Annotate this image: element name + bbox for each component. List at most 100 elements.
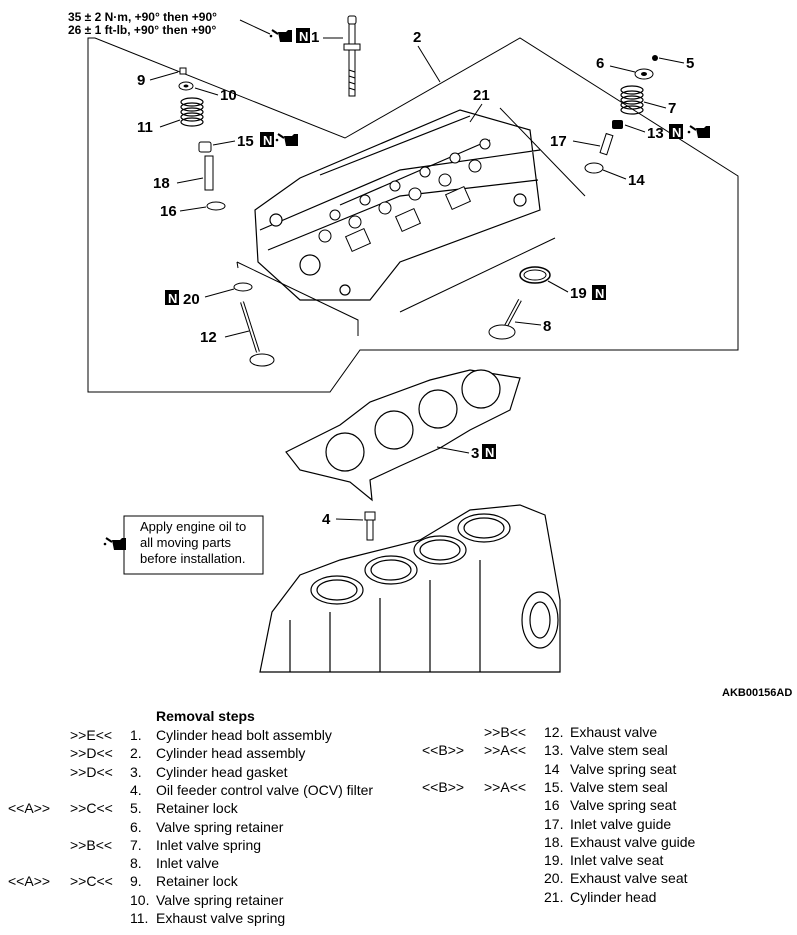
step-op1: <<A>> <box>8 800 51 817</box>
oil-icon <box>268 29 293 43</box>
exhaust-valve-seat <box>233 282 253 292</box>
oil-note-box: Apply engine oil to all moving parts bef… <box>123 515 264 575</box>
step-number: 3. <box>130 763 142 780</box>
callout-3: 3 <box>471 445 479 462</box>
new-part-mark: N <box>485 445 494 460</box>
callout-19: 19 <box>570 285 587 302</box>
callout-11: 11 <box>137 119 153 136</box>
step-number: 19. <box>544 852 564 869</box>
step-number: 17. <box>544 815 564 832</box>
step-number: 4. <box>130 781 142 798</box>
callout-13: 13 <box>647 125 664 142</box>
step-name: Valve spring seat <box>570 797 677 814</box>
step-number: 7. <box>130 836 142 853</box>
step-number: 14 <box>544 760 560 777</box>
callout-8: 8 <box>543 318 551 335</box>
torque-spec-line2: 26 ± 1 ft-lb, +90° then +90° <box>68 23 216 37</box>
inlet-valve-seat <box>519 266 551 284</box>
exhaust-valve <box>240 301 275 367</box>
step-number: 6. <box>130 818 142 835</box>
step-name: Inlet valve <box>156 855 220 872</box>
step-name: Inlet valve seat <box>570 852 664 869</box>
step-op2: >>B<< <box>484 724 527 740</box>
step-op2: >>C<< <box>70 873 113 890</box>
callout-5: 5 <box>686 55 694 72</box>
oil-icon <box>686 125 711 139</box>
step-number: 10. <box>130 891 150 908</box>
oil-icon <box>102 537 127 551</box>
step-op2: >>C<< <box>70 800 113 817</box>
valve-spring-retainer-exhaust <box>178 81 194 91</box>
step-op1: <<B>> <box>422 778 465 795</box>
step-name: Cylinder head <box>570 888 657 905</box>
removal-steps: Removal steps >>E<<1.Cylinder head bolt … <box>0 700 797 935</box>
exploded-view-diagram: 35 ± 2 N·m, +90° then +90° 26 ± 1 ft-lb,… <box>68 10 792 699</box>
step-op2: >>A<< <box>484 742 527 759</box>
callout-20: 20 <box>183 291 200 308</box>
new-part-mark: N <box>299 29 308 44</box>
step-number: 2. <box>130 745 142 762</box>
torque-spec-line1: 35 ± 2 N·m, +90° then +90° <box>68 10 217 24</box>
new-part-mark: N <box>672 125 681 140</box>
step-name: Valve spring retainer <box>156 891 284 908</box>
step-name: Inlet valve guide <box>570 815 672 832</box>
step-number: 5. <box>130 800 142 817</box>
step-name: Valve spring retainer <box>156 818 284 835</box>
step-name: Valve stem seal <box>570 778 668 795</box>
cylinder-head-gasket <box>285 369 521 502</box>
exhaust-valve-guide <box>204 155 214 191</box>
step-name: Exhaust valve guide <box>570 833 696 850</box>
step-name: Exhaust valve seat <box>570 870 688 887</box>
valve-spring-seat-inlet <box>584 162 604 174</box>
step-name: Exhaust valve spring <box>156 910 286 926</box>
step-op2: >>A<< <box>484 778 527 795</box>
callout-6: 6 <box>596 55 604 72</box>
inlet-valve-spring <box>620 85 644 115</box>
ocv-filter <box>364 511 376 541</box>
figure-code: AKB00156AD <box>722 687 792 699</box>
retainer-lock-inlet <box>652 55 658 61</box>
valve-spring-seat-exhaust <box>206 201 226 211</box>
step-op2: >>B<< <box>70 836 113 853</box>
callout-18: 18 <box>153 175 170 192</box>
step-name: Retainer lock <box>156 800 238 817</box>
valve-stem-seal-exhaust <box>198 141 212 153</box>
inlet-valve-guide <box>599 132 614 156</box>
callout-4: 4 <box>322 511 331 528</box>
head-bolt <box>343 15 361 97</box>
callout-2: 2 <box>413 29 421 46</box>
step-name: Cylinder head gasket <box>156 763 288 780</box>
step-op1: <<B>> <box>422 742 465 759</box>
step-number: 12. <box>544 724 564 740</box>
new-part-mark: N <box>168 291 177 306</box>
step-name: Cylinder head assembly <box>156 745 306 762</box>
step-op2: >>E<< <box>70 727 113 743</box>
step-name: Oil feeder control valve (OCV) filter <box>156 781 374 798</box>
step-number: 15. <box>544 778 564 795</box>
step-number: 16 <box>544 797 560 814</box>
cylinder-block <box>259 504 561 673</box>
step-name: Inlet valve spring <box>156 836 262 853</box>
step-number: 11. <box>130 910 149 926</box>
step-name: Valve stem seal <box>570 742 668 759</box>
assembly-frame <box>87 37 739 393</box>
step-name: Exhaust valve <box>570 724 658 740</box>
callout-14: 14 <box>628 172 645 189</box>
oil-note-line2: all moving parts <box>140 535 232 550</box>
step-op1: <<A>> <box>8 873 51 890</box>
callout-1: 1 <box>311 29 319 46</box>
new-part-mark: N <box>595 286 604 301</box>
step-number: 20. <box>544 870 564 887</box>
new-part-mark: N <box>263 133 272 148</box>
exhaust-valve-spring <box>180 97 204 127</box>
callout-9: 9 <box>137 72 145 89</box>
step-op2: >>D<< <box>70 745 113 762</box>
callout-15: 15 <box>237 133 254 150</box>
step-number: 18. <box>544 833 564 850</box>
callout-16: 16 <box>160 203 177 220</box>
callout-17: 17 <box>550 133 567 150</box>
callout-21: 21 <box>473 87 490 104</box>
callout-10: 10 <box>220 87 237 104</box>
step-number: 13. <box>544 742 564 759</box>
callout-7: 7 <box>668 100 676 117</box>
